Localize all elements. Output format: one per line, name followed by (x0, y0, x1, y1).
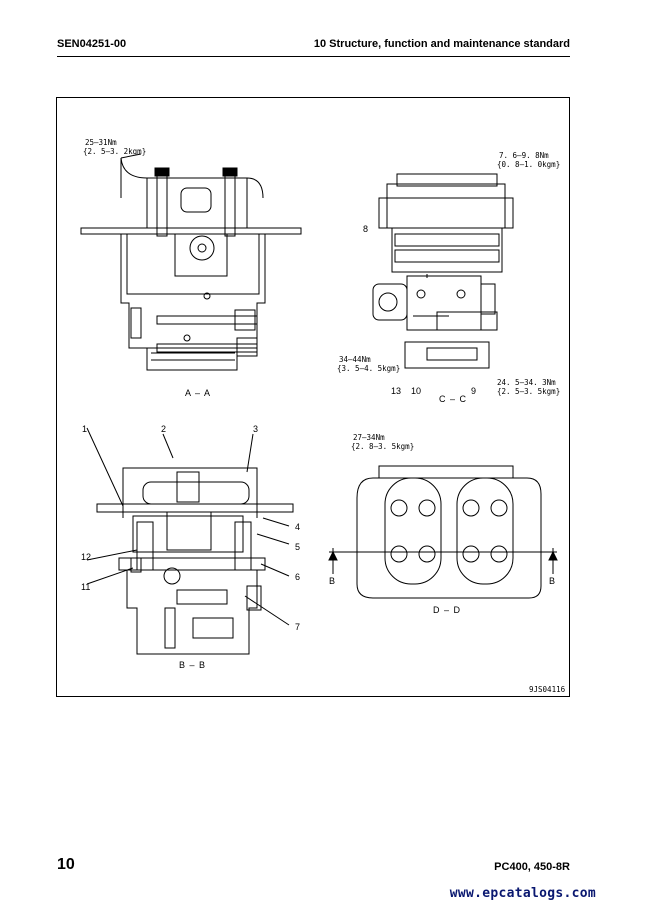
watermark-link[interactable]: www.epcatalogs.com (449, 886, 596, 901)
torque-c-c-right-line1: 24. 5–34. 3Nm (497, 378, 556, 387)
view-b-b-drawing (96, 467, 294, 655)
callout-7: 7 (295, 622, 300, 632)
section-mark-right: B (549, 576, 555, 586)
callout-4: 4 (295, 522, 300, 532)
leader-a-a (120, 153, 142, 159)
technical-drawing: 25–31Nm {2. 5–3. 2kgm} A – A 7. 6–9. 8Nm… (80, 138, 566, 694)
torque-a-a-line2: {2. 5–3. 2kgm} (83, 147, 146, 156)
callout-9: 9 (471, 386, 476, 396)
callout-2: 2 (161, 424, 166, 434)
torque-c-c-top-line1: 7. 6–9. 8Nm (499, 151, 549, 160)
view-d-d-drawing (328, 465, 558, 599)
torque-c-c-left-line2: {3. 5–4. 5kgm} (337, 364, 400, 373)
torque-a-a-line1: 25–31Nm (85, 138, 117, 147)
figure-frame: 25–31Nm {2. 5–3. 2kgm} A – A 7. 6–9. 8Nm… (56, 97, 570, 697)
torque-d-d-line2: {2. 8–3. 5kgm} (351, 442, 414, 451)
callout-6: 6 (295, 572, 300, 582)
callout-13: 13 (391, 386, 401, 396)
callout-5: 5 (295, 542, 300, 552)
document-code: SEN04251-00 (57, 38, 127, 50)
callout-10: 10 (411, 386, 421, 396)
torque-d-d-line1: 27–34Nm (353, 433, 385, 442)
torque-c-c-right-line2: {2. 5–3. 5kgm} (497, 387, 560, 396)
page-number: 10 (57, 856, 75, 873)
section-mark-left: B (329, 576, 335, 586)
callout-12: 12 (81, 552, 91, 562)
torque-c-c-left-line1: 34–44Nm (339, 355, 371, 364)
torque-c-c-top-line2: {0. 8–1. 0kgm} (497, 160, 560, 169)
caption-c-c: C – C (439, 394, 467, 404)
callout-1: 1 (82, 424, 87, 434)
callout-11: 11 (81, 582, 90, 592)
section-title: 10 Structure, function and maintenance s… (313, 38, 570, 50)
view-c-c-drawing (372, 173, 514, 369)
callout-8: 8 (363, 224, 368, 234)
header-rule (57, 56, 570, 57)
machine-model: PC400, 450-8R (494, 861, 570, 873)
callout-3: 3 (253, 424, 258, 434)
caption-b-b: B – B (179, 660, 206, 670)
caption-d-d: D – D (433, 605, 461, 615)
figure-id: 9JS04116 (529, 685, 566, 694)
view-a-a-drawing (80, 157, 302, 371)
caption-a-a: A – A (185, 388, 211, 398)
